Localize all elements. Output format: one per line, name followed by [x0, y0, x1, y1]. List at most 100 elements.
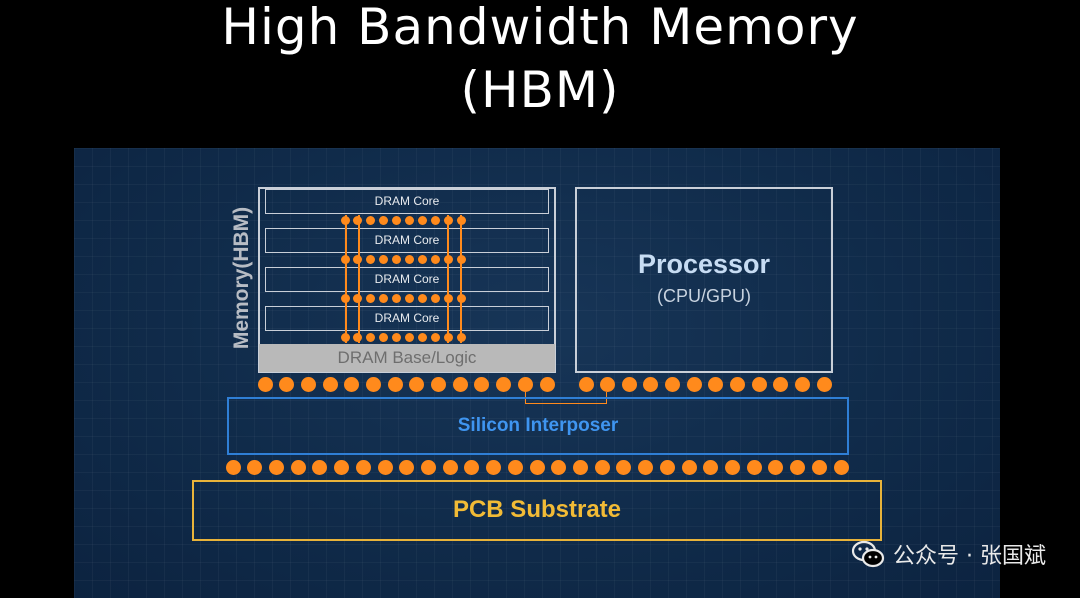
dram-core-layer-3: DRAM Core	[265, 267, 549, 292]
dram-core-layer-1: DRAM Core	[265, 189, 549, 214]
processor-interposer-bump	[794, 376, 810, 392]
processor-interposer-bump	[578, 376, 594, 392]
micro-bump	[430, 215, 440, 225]
processor-interposer-bump	[816, 376, 832, 392]
micro-bump	[430, 254, 440, 264]
wechat-icon	[851, 540, 885, 568]
hbm-interposer-bump	[474, 376, 490, 392]
hbm-interposer-bump	[409, 376, 425, 392]
interposer-pcb-bump	[290, 459, 306, 475]
interposer-pcb-bump	[225, 459, 241, 475]
micro-bump	[443, 254, 453, 264]
interposer-pcb-bump	[572, 459, 588, 475]
micro-bump	[404, 293, 414, 303]
interposer-pcb-bump	[638, 459, 654, 475]
micro-bump	[379, 332, 389, 342]
processor-interposer-bump	[729, 376, 745, 392]
interposer-pcb-bump	[247, 459, 263, 475]
processor-interposer-bump	[643, 376, 659, 392]
hbm-interposer-bump	[279, 376, 295, 392]
processor-interposer-bump	[686, 376, 702, 392]
hbm-interposer-bump	[517, 376, 533, 392]
title-line-2: (HBM)	[460, 61, 620, 119]
interposer-pcb-bump	[268, 459, 284, 475]
pcb-substrate-label: PCB Substrate	[452, 496, 622, 523]
processor-interposer-bump	[665, 376, 681, 392]
interposer-pcb-bump	[659, 459, 675, 475]
watermark-text: 公众号 · 张国斌	[893, 544, 1046, 569]
interposer-pcb-bump	[399, 459, 415, 475]
micro-bump	[392, 215, 402, 225]
interposer-pcb-bump	[529, 459, 545, 475]
micro-bump	[417, 215, 427, 225]
processor-block: Processor (CPU/GPU)	[575, 187, 833, 373]
interposer-pcb-bump	[594, 459, 610, 475]
processor-interposer-bump	[600, 376, 616, 392]
micro-bump	[443, 293, 453, 303]
micro-bump	[443, 215, 453, 225]
processor-interposer-bump	[773, 376, 789, 392]
micro-bump	[430, 293, 440, 303]
micro-bump	[404, 332, 414, 342]
interposer-pcb-bump	[811, 459, 827, 475]
interposer-pcb-bump	[616, 459, 632, 475]
micro-bump	[340, 215, 350, 225]
interposer-pcb-bump	[507, 459, 523, 475]
hbm-interposer-bump	[387, 376, 403, 392]
micro-bump	[366, 254, 376, 264]
interposer-pcb-bump	[681, 459, 697, 475]
interposer-pcb-bump	[377, 459, 393, 475]
micro-bump	[456, 332, 466, 342]
tsv-line	[447, 215, 449, 343]
interposer-pcb-bump	[312, 459, 328, 475]
interposer-pcb-bump	[833, 459, 849, 475]
micro-bump	[366, 293, 376, 303]
micro-bump	[353, 293, 363, 303]
hbm-interposer-bump	[365, 376, 381, 392]
micro-bump	[392, 332, 402, 342]
micro-bump	[443, 332, 453, 342]
micro-bump	[340, 332, 350, 342]
hbm-stack-outline	[258, 187, 556, 373]
interposer-pcb-bump	[334, 459, 350, 475]
diagram-panel	[74, 148, 1000, 598]
processor-interposer-bump	[751, 376, 767, 392]
micro-bump	[417, 293, 427, 303]
hbm-interposer-bump	[539, 376, 555, 392]
interposer-pcb-bump	[442, 459, 458, 475]
micro-bump	[379, 254, 389, 264]
micro-bump	[456, 293, 466, 303]
processor-title: Processor	[637, 249, 771, 279]
interposer-pcb-bump	[703, 459, 719, 475]
micro-bump	[379, 293, 389, 303]
tsv-line	[460, 215, 462, 343]
micro-bump	[366, 332, 376, 342]
micro-bump	[353, 332, 363, 342]
watermark: 公众号 · 张国斌	[851, 538, 1046, 570]
micro-bump	[366, 215, 376, 225]
micro-bump	[353, 254, 363, 264]
hbm-interposer-bump	[452, 376, 468, 392]
interposer-pcb-bump	[790, 459, 806, 475]
panel-grid	[74, 148, 1000, 598]
processor-interposer-bump	[708, 376, 724, 392]
silicon-interposer: Silicon Interposer	[227, 397, 849, 455]
title-line-1: High Bandwidth Memory	[221, 0, 859, 56]
interposer-pcb-bump	[420, 459, 436, 475]
silicon-interposer-label: Silicon Interposer	[457, 415, 619, 436]
hbm-interposer-bump	[322, 376, 338, 392]
micro-bump	[379, 215, 389, 225]
micro-bump	[392, 293, 402, 303]
interposer-pcb-bump	[724, 459, 740, 475]
hbm-interposer-bump	[300, 376, 316, 392]
micro-bump	[430, 332, 440, 342]
micro-bump	[392, 254, 402, 264]
hbm-interposer-bump	[257, 376, 273, 392]
interposer-pcb-bump	[551, 459, 567, 475]
micro-bump	[404, 254, 414, 264]
interposer-pcb-bump	[486, 459, 502, 475]
micro-bump	[340, 293, 350, 303]
processor-subtitle: (CPU/GPU)	[657, 286, 751, 306]
micro-bump	[340, 254, 350, 264]
hbm-interposer-bump	[344, 376, 360, 392]
